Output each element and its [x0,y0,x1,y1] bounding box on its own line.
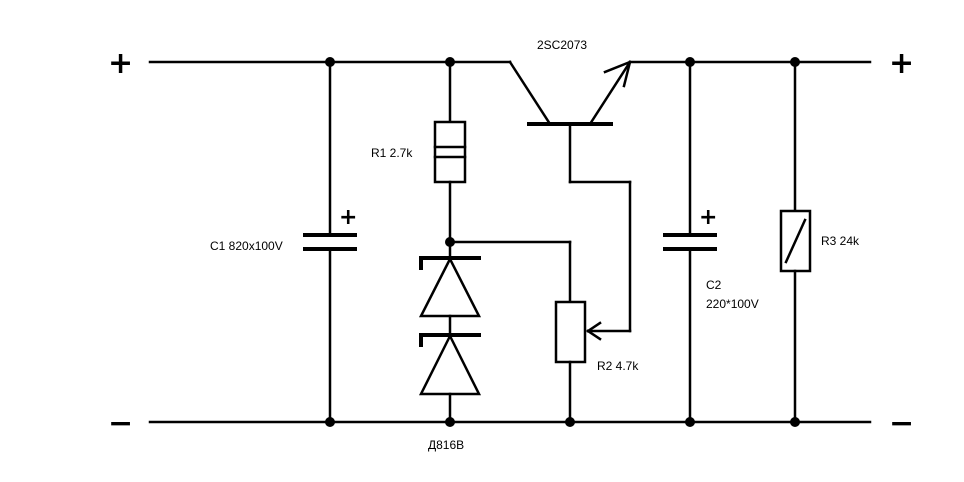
junction-dot [685,417,695,427]
c2-polarity-mark: + [699,205,717,230]
c2-value-label: 220*100V [706,297,759,311]
output-plus-terminal: + [889,46,914,81]
input-minus-terminal: − [108,406,133,441]
potentiometer-r2 [448,240,587,424]
c1-polarity-mark: + [339,205,357,230]
c2-name-label: C2 [706,278,722,292]
junction-dot [445,57,455,67]
junction-dot [565,417,575,427]
r3-label: R3 24k [821,234,860,248]
r1-label: R1 2.7k [371,146,413,160]
zener-label: Д816В [428,438,464,452]
c1-label: C1 820x100V [210,239,283,253]
junction-dot [445,417,455,427]
capacitor-c2 [663,60,717,424]
input-plus-terminal: + [108,46,133,81]
junction-dot [685,57,695,67]
zener-diode-stack [418,240,482,424]
junction-dots [325,57,800,427]
junction-dot [325,57,335,67]
transistor-label: 2SC2073 [537,38,587,52]
junction-dot [790,57,800,67]
output-minus-terminal: − [889,406,914,441]
resistor-r3 [779,60,812,424]
r2-label: R2 4.7k [597,359,639,373]
junction-dot [790,417,800,427]
resistor-r1 [433,60,467,244]
junction-dot [445,237,455,247]
capacitor-c1 [303,60,357,424]
junction-dot [325,417,335,427]
transistor [508,60,632,341]
